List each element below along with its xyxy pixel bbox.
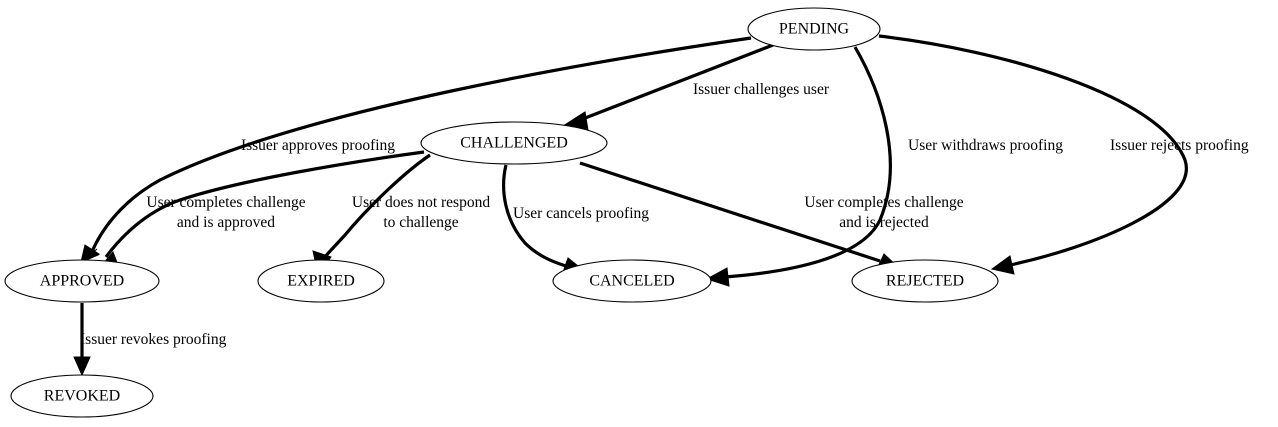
node-challenged-label: CHALLENGED [460, 135, 568, 152]
edge-label-issuer-challenges-user: Issuer challenges user [693, 81, 830, 98]
edge-pending-rejected-arrowhead [990, 255, 1015, 275]
node-rejected-ellipse[interactable] [851, 259, 999, 303]
edge-challenged-canceled-path [502, 164, 567, 268]
node-approved-label: APPROVED [40, 273, 124, 290]
node-canceled-label: CANCELED [589, 273, 674, 290]
node-revoked-ellipse[interactable] [10, 374, 154, 418]
node-challenged[interactable]: CHALLENGED [420, 121, 608, 165]
edge-pending-canceled-path [724, 46, 892, 279]
node-canceled[interactable]: CANCELED [552, 259, 712, 303]
node-pending-label: PENDING [779, 21, 850, 38]
node-revoked-label: REVOKED [44, 388, 120, 405]
node-expired[interactable]: EXPIRED [257, 259, 385, 303]
node-expired-ellipse[interactable] [257, 259, 385, 303]
edge-label-user-withdraws-proofing: User withdraws proofing [908, 137, 1063, 154]
node-approved-ellipse[interactable] [4, 259, 160, 303]
node-rejected-label: REJECTED [886, 273, 964, 290]
node-challenged-ellipse[interactable] [420, 121, 608, 165]
edge-approved-revoked-arrowhead [73, 356, 91, 377]
edge-pending-approved-arrowhead2 [80, 244, 101, 263]
edge-pending-rejected [878, 34, 1188, 275]
node-canceled-ellipse[interactable] [552, 259, 712, 303]
node-rejected[interactable]: REJECTED [851, 259, 999, 303]
node-pending[interactable]: PENDING [747, 7, 881, 51]
edge-pending-rejected-path [878, 34, 1188, 267]
edge-pending-approved [80, 36, 752, 263]
edge-challenged-expired-path [322, 153, 431, 260]
edge-challenged-approved [94, 150, 425, 274]
edge-challenged-approved-path [104, 150, 425, 258]
edge-label-user-completes-rejected-line2: and is rejected [839, 214, 929, 231]
node-expired-label: EXPIRED [287, 273, 355, 290]
edge-pending-challenged-path [579, 43, 774, 122]
edge-pending-canceled-arrowhead [705, 267, 730, 287]
edge-challenged-rejected-path [579, 161, 881, 263]
node-revoked[interactable]: REVOKED [10, 374, 154, 418]
edge-label-user-no-respond-line2: to challenge [383, 214, 458, 231]
edge-label-user-completes-approved-line2: and is approved [177, 214, 275, 231]
edge-label-issuer-revokes-proofing: Issuer revokes proofing [80, 331, 227, 348]
node-approved[interactable]: APPROVED [4, 259, 160, 303]
node-pending-ellipse[interactable] [747, 7, 881, 51]
edge-label-user-completes-rejected-line1: User completes challenge [804, 194, 963, 211]
edge-label-user-no-respond-line1: User does not respond [352, 194, 490, 211]
edge-label-user-cancels-proofing: User cancels proofing [513, 205, 649, 222]
edge-pending-canceled [705, 46, 892, 287]
edge-pending-approved-path [89, 36, 752, 255]
edge-label-issuer-rejects-proofing: Issuer rejects proofing [1110, 137, 1249, 154]
edge-approved-revoked [73, 303, 91, 377]
edge-label-issuer-approves-proofing: Issuer approves proofing [241, 137, 395, 154]
edge-label-user-completes-approved-line1: User completes challenge [146, 194, 305, 211]
